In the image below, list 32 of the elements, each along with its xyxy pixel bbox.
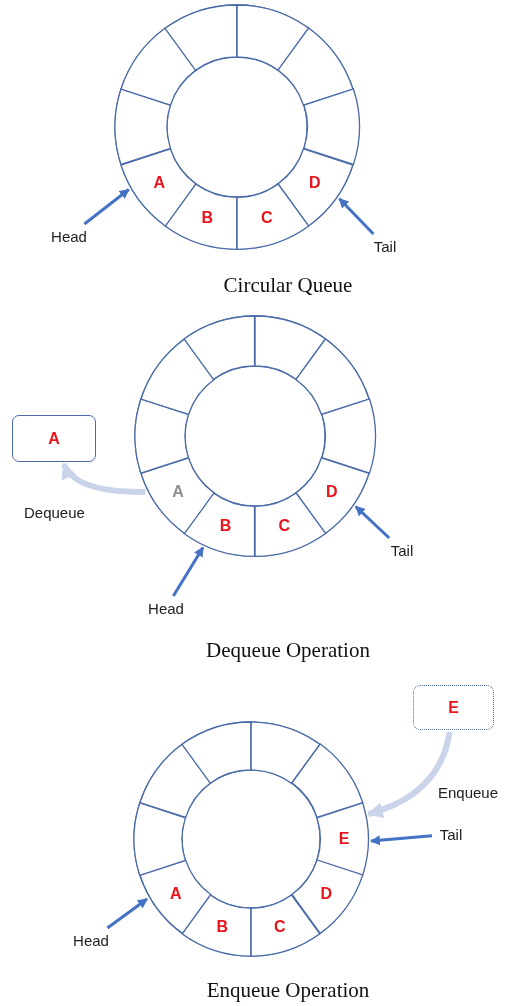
pointer-arrow	[83, 188, 130, 226]
slot-letter: D	[320, 885, 332, 902]
pointer-arrow	[106, 897, 148, 930]
slot-letter: A	[153, 175, 166, 192]
slot-letter: A	[169, 885, 182, 902]
slot-letter: D	[308, 175, 321, 192]
curved-arrow	[366, 731, 453, 818]
pointer-arrow	[172, 546, 205, 597]
pointer-arrow	[338, 197, 375, 236]
curved-arrow	[61, 462, 146, 495]
slot-letter: A	[172, 483, 184, 500]
figure-caption: Circular Queue	[223, 273, 353, 298]
pointer-label: Tail	[385, 540, 419, 560]
pointer-label: Head	[44, 226, 94, 246]
pointer-label: Tail	[434, 824, 468, 844]
slot-letter: B	[219, 518, 232, 535]
slot-letter: E	[338, 831, 350, 847]
pointer-arrow	[370, 834, 433, 846]
slot-letter: C	[260, 210, 273, 227]
removed-element-box: A	[12, 415, 96, 462]
pointer-arrow	[354, 505, 391, 540]
pointer-label: Tail	[368, 236, 402, 256]
figure-caption: Dequeue Operation	[206, 638, 370, 663]
slot-letter: D	[326, 483, 338, 500]
pointer-label: Head	[66, 930, 116, 950]
slot-letter: C	[278, 518, 291, 535]
slot-letter: B	[216, 919, 229, 936]
pointer-label: Head	[141, 598, 191, 618]
slot-letter: B	[201, 210, 214, 227]
slot-letter: C	[273, 919, 286, 936]
figure-caption: Enqueue Operation	[206, 978, 370, 1003]
new-element-box: E	[413, 685, 494, 730]
